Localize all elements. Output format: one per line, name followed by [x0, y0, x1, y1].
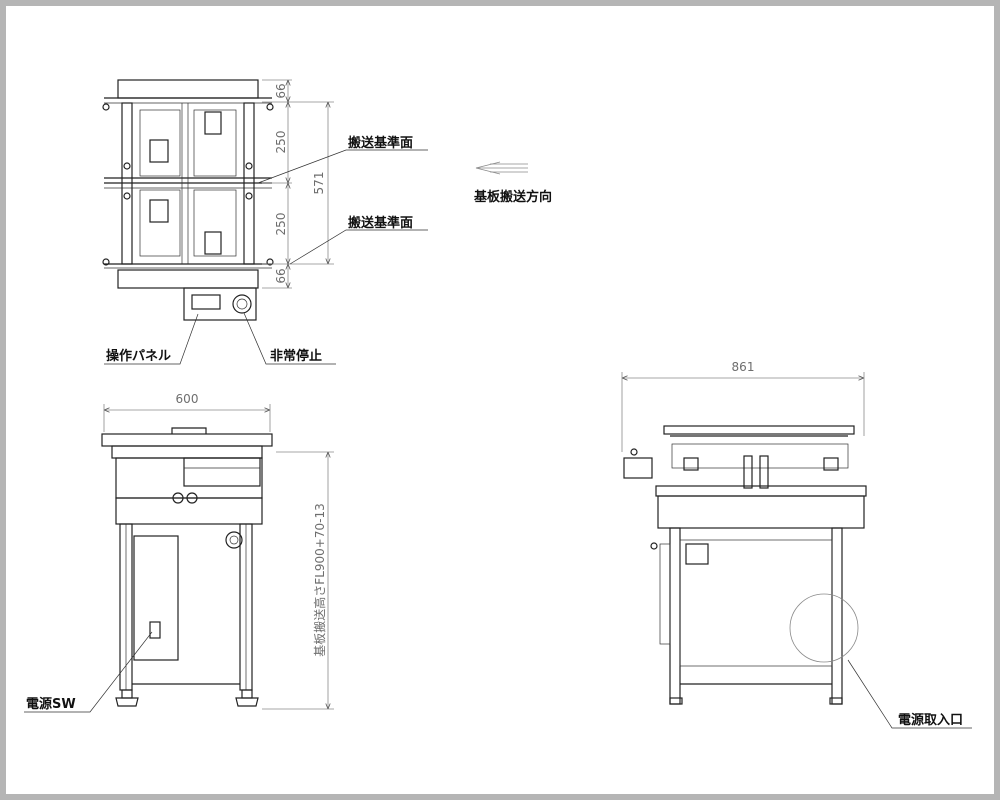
dim-transport-height: 基板搬送高さFL900+70-13 [312, 503, 327, 656]
dim-66-bottom: 66 [274, 268, 288, 283]
label-power-switch: 電源SW [26, 696, 76, 712]
front-view: 600 基板搬送高さFL900+70-13 電源SW [24, 392, 334, 713]
direction-label: 基板搬送方向 [473, 189, 552, 205]
dim-250-upper: 250 [274, 131, 288, 154]
dim-600-width: 600 [176, 392, 199, 406]
dim-571-total: 571 [312, 172, 326, 195]
side-view: 861 電源取入口 [621, 360, 972, 729]
label-ref-surface-lower: 搬送基準面 [348, 215, 413, 231]
label-ref-surface-upper: 搬送基準面 [348, 135, 413, 151]
transport-direction: 基板搬送方向 [473, 161, 552, 205]
dim-861-width: 861 [732, 360, 755, 374]
label-emergency-stop: 非常停止 [270, 348, 322, 364]
label-power-inlet: 電源取入口 [898, 712, 963, 728]
dim-66-top: 66 [274, 83, 288, 98]
label-control-panel: 操作パネル [106, 348, 171, 364]
top-view: 66 250 571 250 66 搬送基準面 搬送基準面 操作パネル 非常停止 [102, 79, 428, 365]
dim-250-lower: 250 [274, 213, 288, 236]
